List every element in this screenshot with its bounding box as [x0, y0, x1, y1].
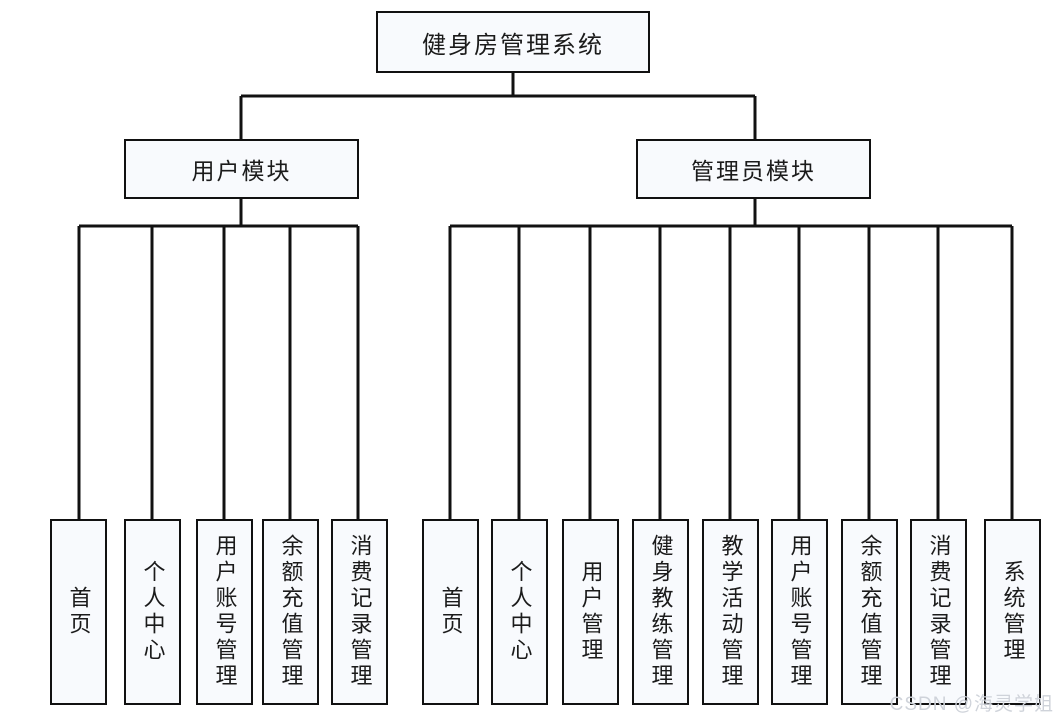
node-root-system[interactable]: 健身房管理系统: [376, 11, 650, 73]
node-leaf-admin-fitness-coach-management[interactable]: 健身教练管理: [632, 519, 689, 705]
node-leaf-admin-home[interactable]: 首页: [422, 519, 479, 705]
node-leaf-admin-user-account-management[interactable]: 用户账号管理: [771, 519, 828, 705]
node-leaf-admin-consumption-record-management[interactable]: 消费记录管理: [910, 519, 967, 705]
node-leaf-user-balance-recharge-management[interactable]: 余额充值管理: [262, 519, 319, 705]
node-branch-admin-module[interactable]: 管理员模块: [636, 139, 871, 199]
node-leaf-admin-balance-recharge-management[interactable]: 余额充值管理: [841, 519, 898, 705]
node-leaf-admin-user-management[interactable]: 用户管理: [562, 519, 619, 705]
node-leaf-admin-personal-center[interactable]: 个人中心: [491, 519, 548, 705]
node-leaf-user-home[interactable]: 首页: [50, 519, 107, 705]
node-leaf-admin-teaching-activity-management[interactable]: 教学活动管理: [702, 519, 759, 705]
node-leaf-user-account-management[interactable]: 用户账号管理: [196, 519, 253, 705]
node-leaf-user-personal-center[interactable]: 个人中心: [124, 519, 181, 705]
node-leaf-user-consumption-record-management[interactable]: 消费记录管理: [331, 519, 388, 705]
node-branch-user-module[interactable]: 用户模块: [124, 139, 359, 199]
node-leaf-admin-system-management[interactable]: 系统管理: [984, 519, 1041, 705]
watermark-csdn: CSDN @海灵学姐: [889, 694, 1054, 715]
